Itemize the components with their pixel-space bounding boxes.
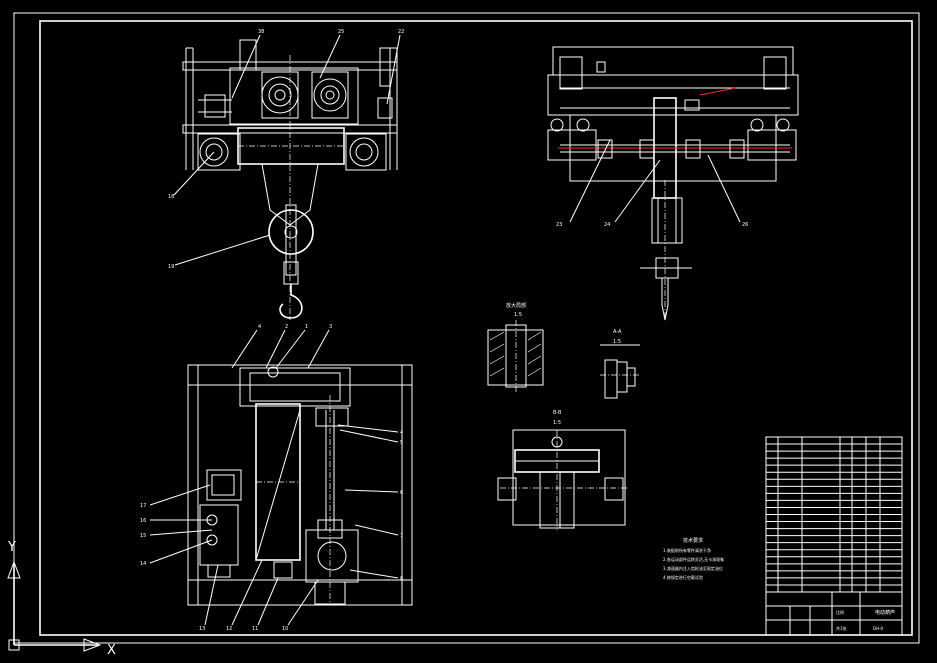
sheet-outer-border <box>13 12 920 644</box>
section-aa-label: A-A <box>613 329 622 335</box>
balloon-12: 12 <box>226 626 232 632</box>
title-block-sheet-label: 共1张 <box>836 625 847 631</box>
section-aa-view <box>600 344 640 399</box>
balloon-22: 22 <box>398 29 404 35</box>
tech-requirement-line-3: 3.减速器内注入齿轮油至规定油位 <box>663 565 723 571</box>
sheet-inner-border <box>39 20 913 636</box>
balloon-11: 11 <box>252 626 258 632</box>
tech-requirement-line-1: 1.装配前所有零件清洗干净 <box>663 547 711 553</box>
section-bb-view <box>497 429 628 530</box>
balloon-25: 25 <box>338 29 344 35</box>
title-block-drawing-number: DH-0 <box>873 626 884 631</box>
detail-enlarged-view <box>487 320 544 392</box>
tech-requirement-line-2: 2.各运动部件运转灵活,无卡滞现象 <box>663 556 724 562</box>
balloon-14: 14 <box>140 561 146 567</box>
balloon-19: 19 <box>168 264 174 270</box>
balloon-7: 7 <box>400 533 403 539</box>
section-bb-scale: 1:5 <box>553 420 561 426</box>
axis-y-label: Y <box>7 540 16 555</box>
enlarged-view-scale: 1:5 <box>514 312 522 318</box>
balloon-4-top: 4 <box>258 324 261 330</box>
balloon-3: 3 <box>329 324 332 330</box>
top-view-bottom-left <box>149 329 413 626</box>
balloon-26: 26 <box>742 222 748 228</box>
tech-requirements-title: 技术要求 <box>683 537 703 544</box>
balloon-38: 38 <box>258 29 264 35</box>
title-block-drawing-name: 电动葫芦 <box>875 609 895 616</box>
balloon-16: 16 <box>140 518 146 524</box>
balloon-18: 18 <box>168 194 174 200</box>
balloon-5: 5 <box>400 440 403 446</box>
balloon-24: 24 <box>604 222 610 228</box>
balloon-2: 2 <box>285 324 288 330</box>
title-block-scale-label: 比例 <box>836 609 844 615</box>
axis-x-label: X <box>107 643 116 658</box>
tech-requirement-line-4: 4.按规定进行空载试验 <box>663 574 703 580</box>
balloon-13: 13 <box>199 626 205 632</box>
ucs-axis-icon <box>7 560 102 652</box>
side-view-top-right <box>547 46 799 321</box>
section-bb-label: B-B <box>553 410 562 416</box>
enlarged-view-label: 放大局部 <box>506 302 526 309</box>
balloon-10: 10 <box>282 626 288 632</box>
balloon-8: 8 <box>400 576 403 582</box>
title-block <box>765 591 903 636</box>
balloon-1: 1 <box>305 324 308 330</box>
balloon-23: 23 <box>556 222 562 228</box>
parts-list-table <box>765 436 903 593</box>
balloon-6: 6 <box>400 490 403 496</box>
balloon-17: 17 <box>140 503 146 509</box>
front-view-top-left <box>173 34 401 320</box>
balloon-4-right: 4 <box>400 430 403 436</box>
section-aa-scale: 1:5 <box>613 339 621 345</box>
balloon-15: 15 <box>140 533 146 539</box>
